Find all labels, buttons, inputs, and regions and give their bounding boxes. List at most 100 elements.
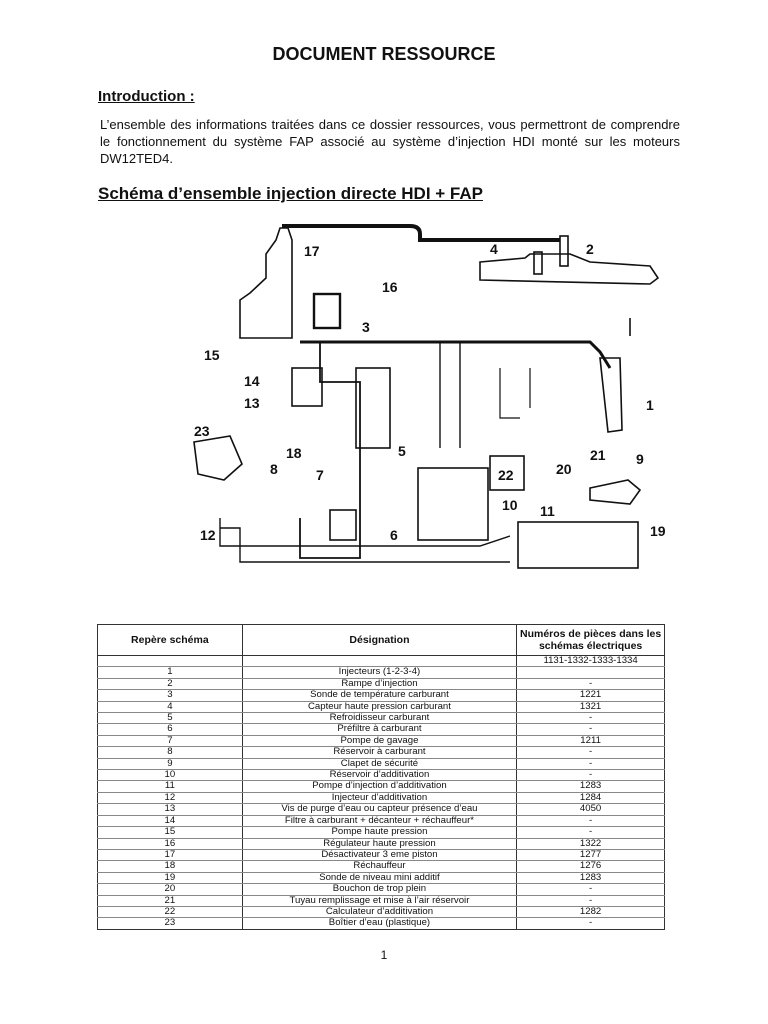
repere-cell: 12	[97, 792, 243, 805]
part-number-cell	[516, 666, 665, 679]
label-9: 9	[636, 451, 644, 467]
repere-cell: 8	[97, 746, 243, 759]
injector	[599, 357, 623, 433]
header-repere: Repère schéma	[97, 624, 243, 656]
designation-cell: Filtre à carburant + décanteur + réchauf…	[241, 815, 518, 828]
label-19: 19	[650, 523, 666, 539]
label-1: 1	[646, 397, 654, 413]
additive-ecu-box	[489, 455, 525, 491]
part-number-cell: 1283	[516, 872, 665, 885]
designation-cell: Réservoir d’additivation	[241, 769, 518, 782]
label-5: 5	[398, 443, 406, 459]
part-number-cell: 1284	[516, 792, 665, 805]
repere-cell: 21	[97, 895, 243, 907]
repere-cell: 13	[97, 803, 243, 816]
designation-cell: Boîtier d’eau (plastique)	[241, 917, 518, 930]
designation-cell: Calculateur d’additivation	[241, 906, 518, 919]
repere-cell: 22	[97, 906, 243, 919]
repere-cell: 18	[97, 860, 243, 873]
repere-cell: 5	[97, 712, 243, 725]
label-7: 7	[316, 467, 324, 483]
repere-cell: 6	[97, 724, 243, 736]
part-number-cell: 1131-1332-1333-1334	[516, 655, 665, 668]
additive-tank	[517, 521, 639, 569]
schema-heading: Schéma d’ensemble injection directe HDI …	[98, 184, 483, 203]
intro-heading: Introduction :	[98, 88, 195, 105]
label-21: 21	[590, 447, 606, 463]
fuel-filter	[291, 367, 323, 407]
fuel-tank	[417, 467, 489, 541]
header-designation: Désignation	[241, 624, 518, 656]
label-20: 20	[556, 461, 572, 477]
pressure-regulator	[312, 292, 342, 330]
injection-rail	[479, 253, 660, 285]
repere-cell: 23	[97, 917, 243, 930]
safety-valve	[589, 479, 642, 505]
water-box	[193, 435, 243, 481]
high-pressure-pump	[239, 227, 293, 339]
repere-cell: 1	[97, 667, 243, 679]
repere-cell	[97, 655, 243, 668]
label-18: 18	[286, 445, 302, 461]
designation-cell: Réchauffeur	[241, 860, 518, 873]
part-number-cell: -	[516, 826, 665, 839]
designation-cell: Régulateur haute pression	[241, 838, 518, 850]
label-17: 17	[304, 243, 320, 259]
designation-cell: Refroidisseur carburant	[241, 712, 518, 725]
repere-cell: 9	[97, 758, 243, 771]
part-number-cell: -	[516, 769, 665, 782]
designation-cell: Pompe d’injection d’additivation	[241, 781, 518, 793]
repere-cell: 4	[97, 701, 243, 714]
repere-cell: 10	[97, 769, 243, 782]
fuel-cooler	[355, 367, 391, 449]
label-14: 14	[244, 373, 260, 389]
designation-cell: Injecteurs (1-2-3-4)	[241, 667, 518, 679]
designation-cell	[241, 655, 518, 668]
designation-cell: Réservoir à carburant	[241, 746, 518, 759]
part-number-cell: 1221	[516, 689, 665, 702]
part-number-cell: -	[516, 746, 665, 759]
designation-cell: Clapet de sécurité	[241, 758, 518, 771]
feed-pump	[329, 509, 357, 541]
part-number-cell: 1276	[516, 860, 665, 873]
part-number-cell: 1277	[516, 849, 665, 862]
designation-cell: Bouchon de trop plein	[241, 883, 518, 896]
label-13: 13	[244, 395, 260, 411]
part-number-cell: 1282	[516, 906, 665, 919]
label-4: 4	[490, 241, 498, 257]
return-line	[282, 224, 560, 242]
repere-cell: 16	[97, 838, 243, 850]
designation-cell: Injecteur d’additivation	[241, 792, 518, 805]
label-11: 11	[540, 503, 555, 519]
label-2: 2	[586, 241, 594, 257]
page-number: 1	[380, 948, 388, 962]
designation-cell: Rampe d’injection	[241, 678, 518, 691]
designation-cell: Tuyau remplissage et mise à l’air réserv…	[241, 895, 518, 907]
designation-cell: Désactivateur 3 eme piston	[241, 849, 518, 862]
label-8: 8	[270, 461, 278, 477]
part-number-cell: 1321	[516, 701, 665, 714]
injection-diagram: 1 2 3 4 5 6 7 8 9 10 11 12 13 14 15 16 1…	[193, 224, 666, 569]
table-header-row: Repère schéma Désignation Numéros de piè…	[97, 624, 665, 656]
repere-cell: 7	[97, 735, 243, 748]
designation-cell: Pompe de gavage	[241, 735, 518, 748]
